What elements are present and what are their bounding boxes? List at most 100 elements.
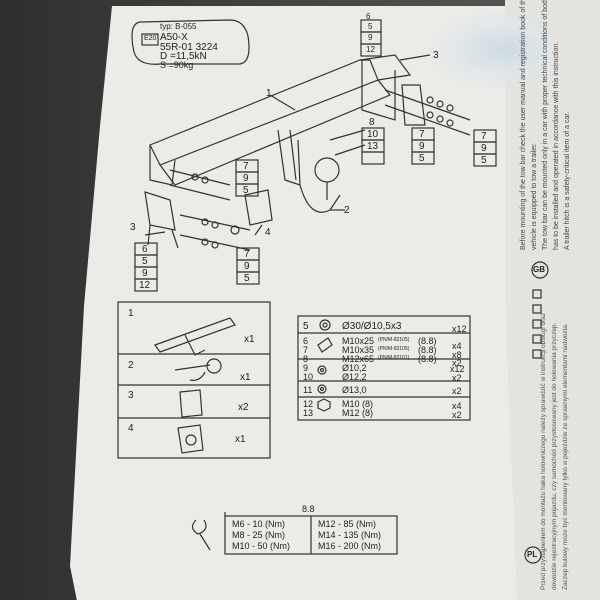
parts-num-1: 1	[128, 308, 134, 319]
parts-qty-4: x1	[235, 434, 246, 445]
pl-circle	[524, 546, 542, 564]
header-s-value: S =90kg	[160, 60, 194, 70]
callout-mid-7: 7	[419, 129, 425, 140]
callout-left-9: 9	[142, 268, 148, 279]
callout-left-5: 5	[142, 256, 148, 267]
hw-grade-8: (8.8)	[418, 354, 437, 364]
label-part-4: 4	[265, 227, 271, 238]
parts-qty-1: x1	[244, 334, 255, 345]
hw-desc-5: Ø30/Ø10,5x3	[342, 321, 402, 332]
gb-line-3: The tow bar can be mounted only in a car…	[542, 0, 549, 250]
callout-12: 12	[366, 45, 375, 54]
pl-line-3: Zaczep kulowy może być montowany tylko w…	[562, 323, 569, 590]
left-bracket	[149, 145, 176, 186]
socket-plate	[244, 189, 273, 226]
hw-qty-7: x8	[452, 350, 462, 360]
hw-num-9: 9	[303, 363, 309, 373]
gb-circle	[531, 261, 549, 279]
hw-qty-12: x4	[452, 401, 462, 411]
torque-m12: M12 - 85 (Nm)	[318, 519, 377, 529]
hw-qty-11: x2	[452, 386, 462, 396]
parts-num-4: 4	[128, 423, 134, 434]
hw-grade-7: (8.8)	[418, 345, 437, 355]
hw-num-8: 8	[303, 354, 309, 364]
hw-num-13: 13	[303, 408, 314, 418]
hw-qty-10: x2	[452, 373, 462, 383]
hw-desc-12: M10 (8)	[342, 399, 374, 409]
callout-right-5: 5	[481, 155, 487, 166]
hw-qty-6: x4	[452, 341, 462, 351]
hw-norm-7: (PN/M-82105)	[378, 346, 410, 352]
torque-m16: M16 - 200 (Nm)	[318, 541, 382, 551]
bolts-right	[384, 89, 471, 136]
gb-instructions: Before mounting of the tow bar check the…	[520, 0, 575, 250]
hw-num-6: 6	[303, 336, 309, 346]
hw-norm-8: (PN/M-82101)	[378, 355, 410, 361]
instruction-sheet-right-strip	[505, 0, 600, 600]
callout-low-9: 9	[244, 261, 250, 272]
parts-num-3: 3	[128, 390, 134, 401]
hw-desc-13: M12 (8)	[342, 408, 374, 418]
callout-9: 9	[368, 33, 373, 42]
label-part-2: 2	[344, 205, 350, 216]
torque-m14: M14 - 135 (Nm)	[318, 530, 382, 540]
callout-mid-5: 5	[419, 153, 425, 164]
header-d-value: D =11,5kN	[160, 51, 207, 62]
callout-cl-7: 7	[243, 161, 249, 172]
hw-desc-8: M12x65	[342, 354, 375, 364]
header-model: A50-X	[160, 32, 188, 43]
pl-instructions: Przed przystąpieniem do montażu haka hol…	[540, 290, 573, 590]
hw-num-10: 10	[303, 372, 314, 382]
tow-ball-neck	[299, 184, 341, 213]
parts-num-2: 2	[128, 360, 134, 371]
gb-line-2: vehicle is equipped to tow a trailer.	[531, 142, 538, 250]
e20-mark-frame	[141, 33, 159, 46]
wrench-icon	[191, 519, 207, 535]
header-approval: 55R-01 3224	[160, 42, 218, 53]
callout-low-7: 7	[244, 249, 250, 260]
label-part-1: 1	[266, 88, 272, 99]
hw-qty-13: x2	[452, 410, 462, 420]
parts-table-frame	[117, 301, 271, 459]
gb-line-1: Before mounting of the tow bar check the…	[520, 0, 527, 250]
callout-left-12: 12	[139, 280, 151, 291]
right-bracket	[361, 60, 396, 121]
hw-desc-11: Ø13,0	[342, 385, 367, 395]
torque-m8: M8 - 25 (Nm)	[232, 530, 286, 540]
parts-qty-2: x1	[240, 372, 251, 383]
callout-low-5: 5	[244, 273, 250, 284]
parts-qty-3: x2	[238, 402, 249, 413]
lang-pl-label: PL	[527, 550, 538, 559]
callout-5: 5	[368, 22, 373, 31]
callout-right-9: 9	[481, 143, 487, 154]
callout-left-6: 6	[142, 244, 148, 255]
callout-mid-9: 9	[419, 141, 425, 152]
hardware-table-frame	[297, 315, 471, 421]
callout-6: 6	[366, 12, 371, 21]
bolts-center	[329, 129, 366, 156]
torque-m6: M6 - 10 (Nm)	[232, 519, 286, 529]
crossbar	[149, 59, 379, 166]
instruction-sheet	[70, 6, 540, 600]
torque-title: 8.8	[302, 504, 315, 514]
hw-num-12: 12	[303, 399, 314, 409]
callout-right-7: 7	[481, 131, 487, 142]
hw-qty-9: x12	[450, 364, 465, 374]
hw-desc-10: Ø12,2	[342, 372, 367, 382]
callout-center-13: 13	[367, 141, 379, 152]
pl-line-2: dowodzie rejestracyjnym pojazdu, czy sam…	[551, 322, 558, 590]
pl-line-1: Przed przystąpieniem do montażu haka hol…	[540, 312, 547, 590]
hw-desc-9: Ø10,2	[342, 363, 367, 373]
callout-center-8: 8	[369, 117, 375, 128]
hw-desc-7: M10x35	[342, 345, 375, 355]
hw-num-7: 7	[303, 345, 309, 355]
hw-num-11: 11	[303, 385, 313, 395]
hw-norm-6: (PN/M-82105)	[378, 337, 410, 343]
gb-line-4: has to be installed and operated in acco…	[553, 41, 560, 250]
label-part-3-left: 3	[130, 222, 136, 233]
hw-grade-6: (8.8)	[418, 336, 437, 346]
callout-center-10: 10	[367, 129, 379, 140]
hw-qty-5: x12	[452, 324, 467, 334]
header-type: typ: B-055	[160, 22, 197, 31]
